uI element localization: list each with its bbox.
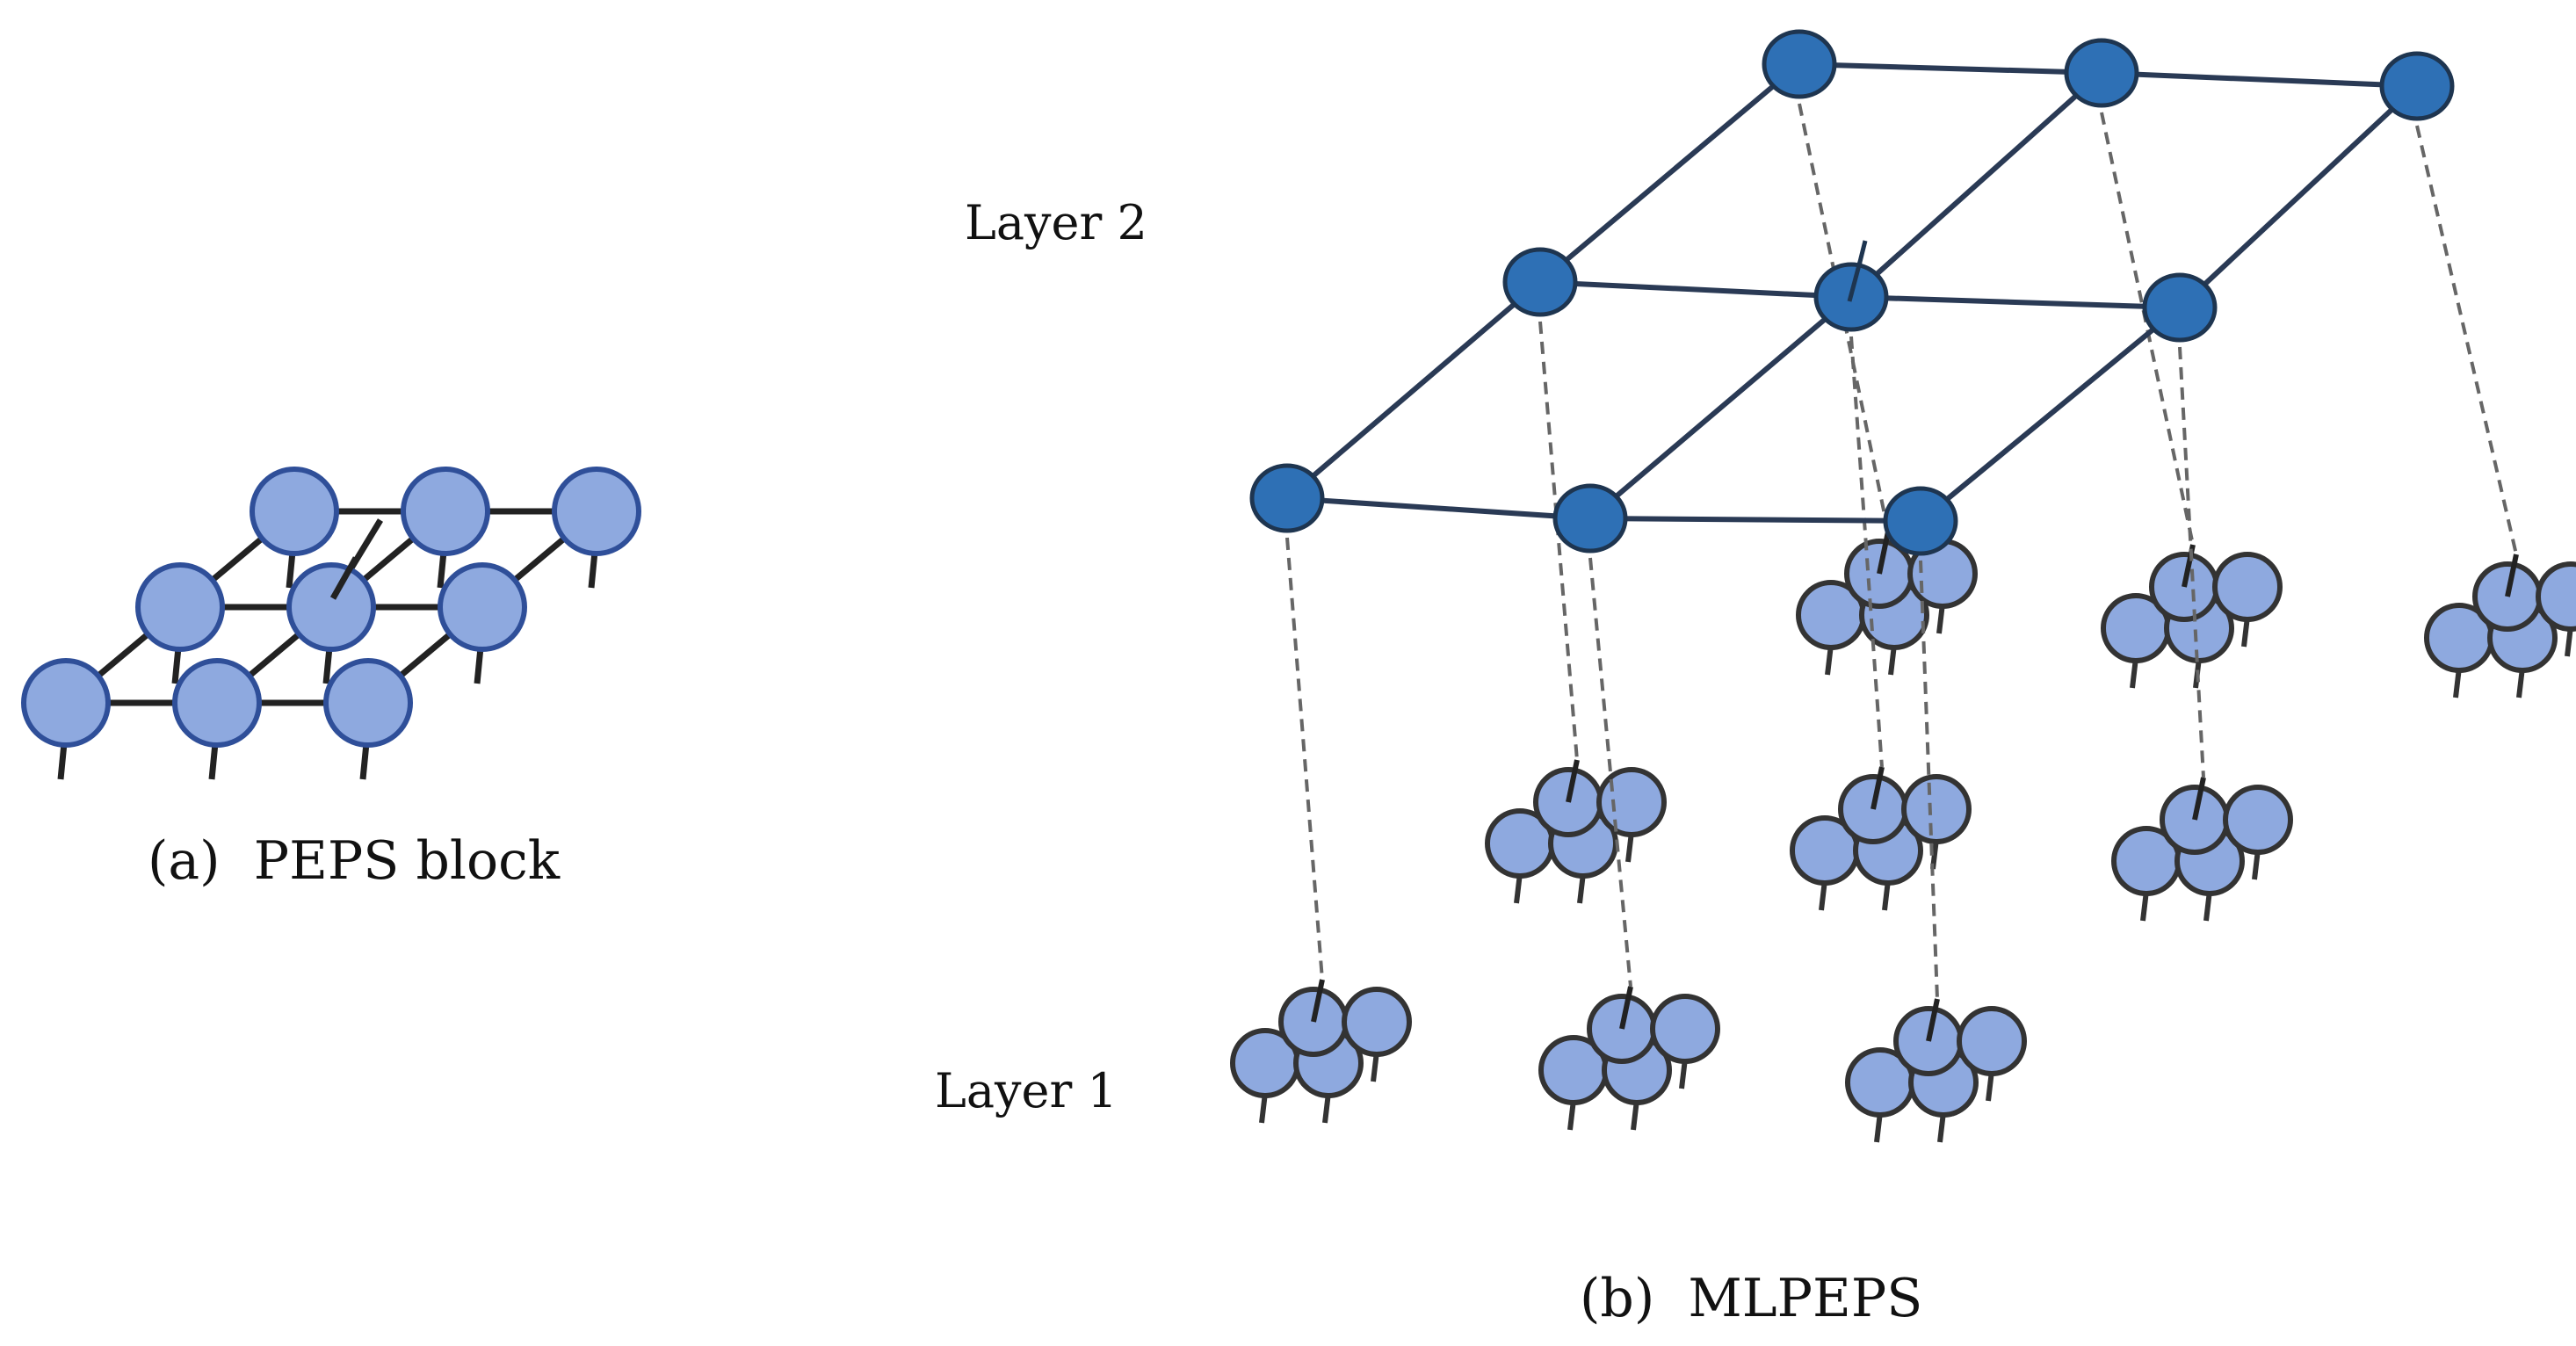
tensor-node <box>286 562 376 652</box>
layer1-label: Layer 1 <box>935 1063 1118 1118</box>
layer2-edge <box>1850 294 2181 310</box>
inter-layer-link <box>2415 125 2518 555</box>
block-up-leg <box>1566 759 1580 803</box>
inter-layer-link <box>1849 336 1884 768</box>
layer2-edge <box>1539 279 1852 300</box>
inter-layer-link <box>2178 346 2205 778</box>
layer2-edge <box>1538 62 1801 285</box>
physical-leg <box>359 742 370 780</box>
physical-leg <box>208 742 219 780</box>
tensor-node <box>21 658 111 748</box>
layer2-edge <box>1589 516 1921 524</box>
tensor-node <box>2536 561 2576 632</box>
inter-layer-link <box>1798 103 1890 532</box>
block-up-leg <box>1619 986 1633 1030</box>
tensor-node <box>323 658 413 748</box>
virtual-leg-front <box>329 556 359 600</box>
physical-leg <box>437 551 447 589</box>
layer2-node <box>2064 38 2139 108</box>
inter-layer-link <box>1919 560 1939 1000</box>
block-up-leg <box>1926 998 1940 1042</box>
inter-layer-link <box>1588 557 1632 988</box>
layer2-node <box>2379 51 2455 121</box>
tensor-node <box>135 562 225 652</box>
layer2-label: Layer 2 <box>965 195 1147 250</box>
tensor-node <box>172 658 262 748</box>
block-up-leg <box>1870 766 1885 810</box>
tensor-node <box>552 467 641 556</box>
tensor-node <box>2223 785 2293 855</box>
tensor-node <box>1957 1006 2027 1076</box>
block-up-leg <box>1877 531 1891 575</box>
block-up-leg <box>2192 777 2206 821</box>
inter-layer-link <box>2100 112 2195 546</box>
layer2-node <box>2142 272 2218 343</box>
layer2-lattice <box>1249 29 2455 556</box>
layer2-node <box>1249 463 1325 533</box>
physical-leg <box>322 647 333 684</box>
layer2-edge <box>1588 294 1853 521</box>
layer2-node <box>1552 483 1628 554</box>
layer2-edge <box>1919 305 2182 524</box>
layer2-edge <box>1798 62 2102 76</box>
tensor-node <box>250 467 339 556</box>
inter-layer-link <box>1285 537 1324 981</box>
tensor-node <box>1596 767 1667 837</box>
physical-leg <box>57 742 68 780</box>
tensor-node <box>1342 987 1412 1057</box>
block-up-leg <box>2505 554 2519 597</box>
layer2-node <box>1502 247 1578 317</box>
tensor-node <box>1901 774 1972 844</box>
peps-block-diagram <box>21 467 641 780</box>
layer2-edge <box>1849 70 2104 300</box>
physical-leg <box>474 647 484 684</box>
layer1-blocks <box>1230 531 2576 1143</box>
tensor-node <box>2212 552 2283 622</box>
tensor-node <box>401 467 490 556</box>
caption-b: (b) MLPEPS <box>1580 1268 1922 1329</box>
inter-layer-links <box>1285 103 2518 1000</box>
layer2-node <box>1883 486 1958 556</box>
caption-a: (a) PEPS block <box>148 830 561 892</box>
physical-leg <box>171 647 182 684</box>
layer2-edge <box>2177 83 2420 310</box>
tensor-node <box>1650 994 1720 1064</box>
layer2-edge <box>2101 70 2418 89</box>
physical-leg <box>286 551 296 589</box>
inter-layer-link <box>1538 321 1579 761</box>
block-up-leg <box>1311 979 1325 1023</box>
tensor-node <box>438 562 527 652</box>
physical-leg <box>588 551 598 589</box>
layer2-node <box>1762 29 1837 99</box>
layer2-edge <box>1285 279 1542 501</box>
layer2-edge <box>1286 496 1591 521</box>
virtual-leg-front <box>1847 261 1863 302</box>
